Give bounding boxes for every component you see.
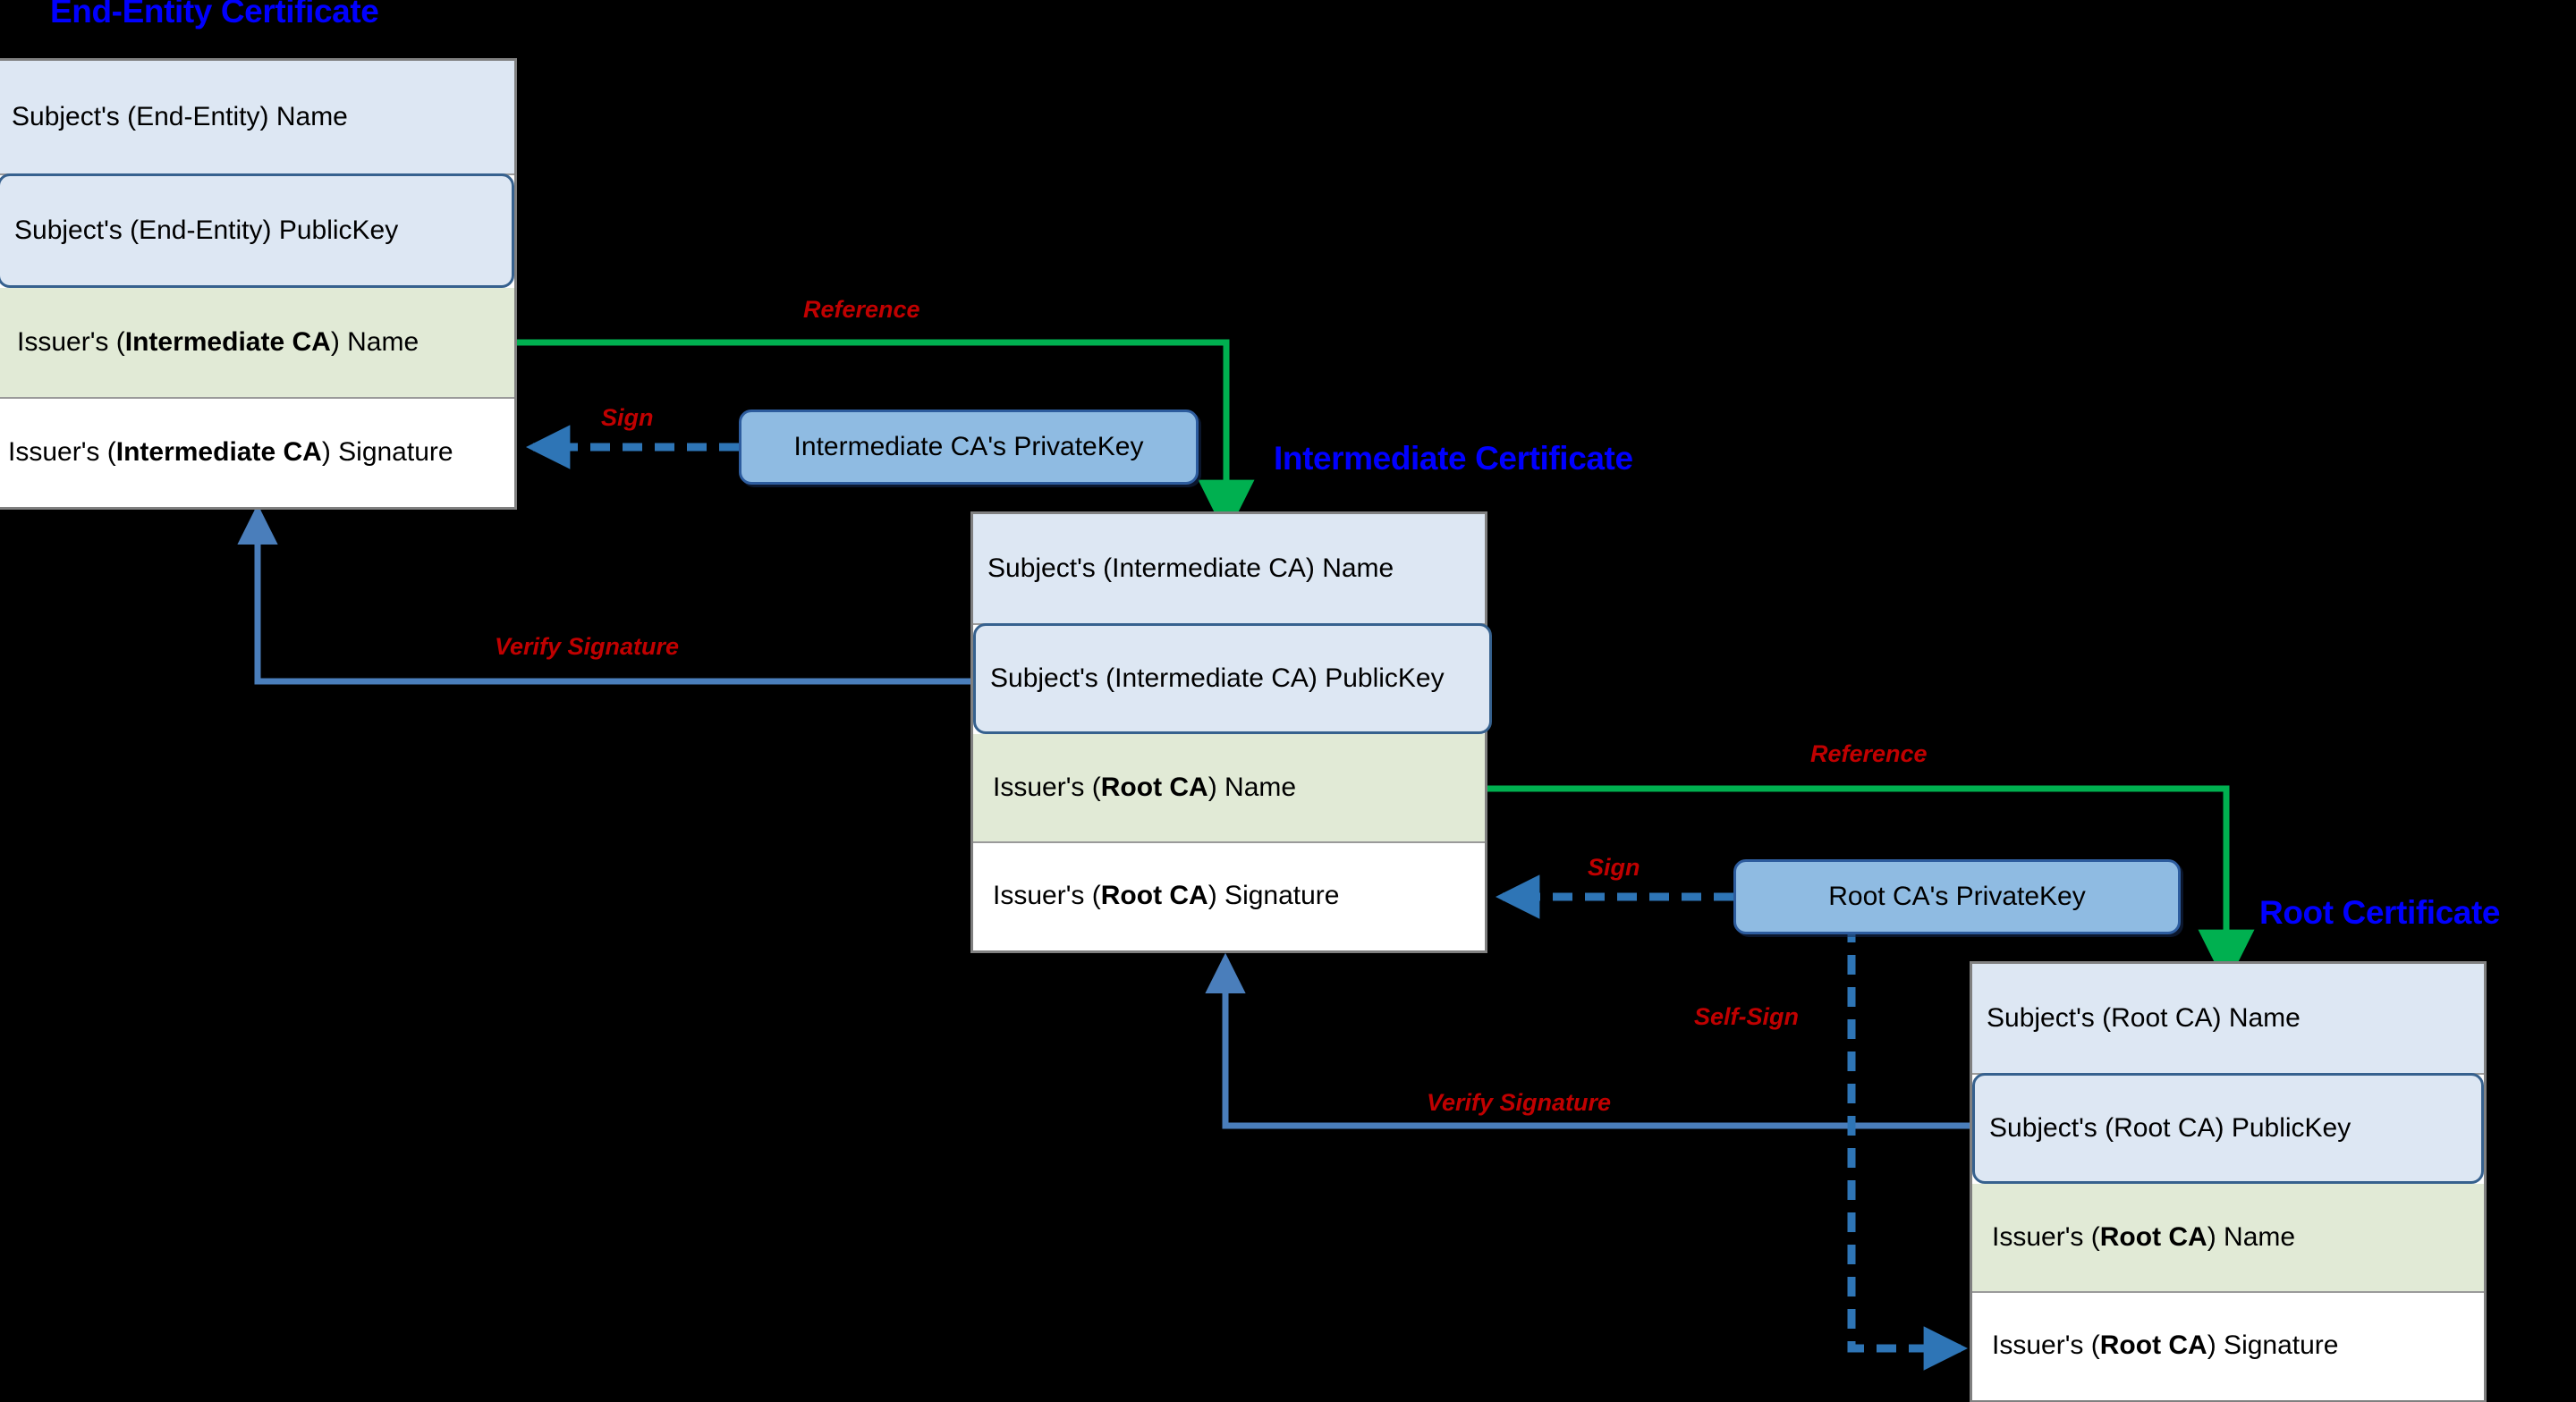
row-text-suffix: ) Signature [2207,1330,2339,1360]
row-text-bold: Root CA [2099,1222,2207,1252]
row-text-prefix: Issuer's ( [8,436,116,467]
intermediate-certificate-box: Subject's (Intermediate CA) Name Subject… [970,511,1492,953]
row-text: Subject's (End-Entity) Name [12,102,348,131]
row-issuer-signature: Issuer's (Intermediate CA) Signature [0,399,514,505]
row-text-suffix: ) Name [2207,1222,2296,1252]
root-ca-privatekey-box: Root CA's PrivateKey [1733,859,2181,934]
row-text-suffix: ) Name [1208,773,1297,802]
intermediate-certificate-title: Intermediate Certificate [1274,440,1633,477]
sign-label-bottom: Sign [1588,854,1640,881]
self-sign-label: Self-Sign [1694,1003,1800,1030]
row-issuer-name: Issuer's (Root CA) Name [973,734,1485,843]
row-subject-publickey: Subject's (Intermediate CA) PublicKey [973,623,1492,734]
end-entity-certificate-title: End-Entity Certificate [50,0,379,30]
privatekey-label: Root CA's PrivateKey [1828,882,2086,911]
privatekey-label: Intermediate CA's PrivateKey [793,432,1144,461]
verify-signature-label-top: Verify Signature [495,633,680,660]
row-text: Subject's (End-Entity) PublicKey [14,215,399,245]
row-text: Subject's (Root CA) PublicKey [1989,1113,2351,1143]
root-certificate-title: Root Certificate [2259,894,2501,931]
row-text: Subject's (Root CA) Name [1987,1003,2301,1033]
row-text-prefix: Issuer's ( [993,881,1101,910]
end-entity-certificate-box: Subject's (End-Entity) Name Subject's (E… [0,58,517,510]
row-issuer-signature: Issuer's (Root CA) Signature [973,843,1485,949]
row-text-suffix: ) Signature [321,436,453,467]
row-text-bold: Root CA [1100,773,1208,802]
row-text-prefix: Issuer's ( [1992,1222,2100,1252]
row-text: Subject's (Intermediate CA) PublicKey [990,663,1445,693]
row-text: Subject's (Intermediate CA) Name [987,553,1394,583]
row-issuer-signature: Issuer's (Root CA) Signature [1972,1293,2484,1398]
reference-label-bottom: Reference [1810,740,1928,767]
row-subject-publickey: Subject's (End-Entity) PublicKey [0,173,514,288]
intermediate-ca-privatekey-box: Intermediate CA's PrivateKey [739,410,1199,485]
row-subject-name: Subject's (Root CA) Name [1972,964,2484,1075]
row-issuer-name: Issuer's (Intermediate CA) Name [0,288,514,399]
row-subject-name: Subject's (End-Entity) Name [0,61,514,175]
row-text-suffix: ) Name [330,327,419,357]
row-text-prefix: Issuer's ( [993,773,1101,802]
self-sign-arrow [1847,923,1969,1371]
row-text-prefix: Issuer's ( [1992,1330,2100,1360]
row-subject-publickey: Subject's (Root CA) PublicKey [1972,1073,2484,1184]
row-text-bold: Root CA [1100,881,1208,910]
row-issuer-name: Issuer's (Root CA) Name [1972,1184,2484,1293]
row-text-suffix: ) Signature [1208,881,1340,910]
reference-label-top: Reference [803,296,920,323]
sign-label-top: Sign [601,404,654,431]
row-text-prefix: Issuer's ( [17,327,125,357]
root-certificate-box: Subject's (Root CA) Name Subject's (Root… [1970,961,2487,1402]
row-text-bold: Intermediate CA [115,436,322,467]
verify-signature-label-bottom: Verify Signature [1427,1089,1612,1116]
row-subject-name: Subject's (Intermediate CA) Name [973,514,1485,625]
row-text-bold: Intermediate CA [124,327,331,357]
row-text-bold: Root CA [2099,1330,2207,1360]
